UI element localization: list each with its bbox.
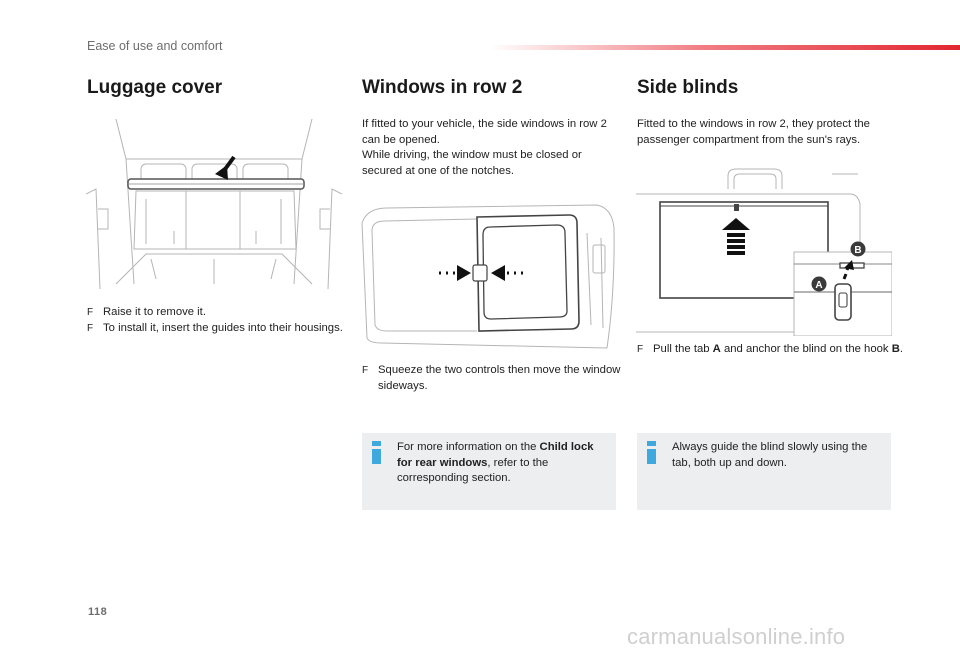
bullet-text-post: . (899, 343, 903, 355)
side-blinds-title: Side blinds (637, 77, 739, 98)
bullet-text: To install it, insert the guides into th… (103, 322, 343, 334)
windows-bullet: F Squeeze the two controls then move the… (362, 363, 628, 394)
bullet-symbol: F (87, 307, 94, 318)
label-b: B (854, 245, 861, 256)
bullet-text-mid: and anchor the blind on the hook (720, 343, 892, 355)
luggage-bullet-1: F Raise it to remove it. (87, 305, 343, 321)
arrow-icon (722, 218, 750, 255)
bullet-symbol: F (637, 344, 644, 355)
bullet-symbol: F (87, 323, 94, 334)
side-blind-illustration: B A (636, 168, 892, 336)
blinds-bullet: F Pull the tab A and anchor the blind on… (637, 342, 903, 358)
info-text-pre: For more information on the (397, 441, 540, 453)
hook-b-ref: B (891, 343, 900, 355)
label-a: A (815, 280, 822, 291)
section-title: Ease of use and comfort (87, 39, 223, 53)
info-text: Always guide the blind slowly using the … (672, 441, 868, 469)
watermark: carmanualsonline.info (627, 624, 846, 649)
bullet-text-pre: Pull the tab (653, 343, 713, 355)
bullet-text: Squeeze the two controls then move the w… (378, 364, 621, 392)
window-illustration (361, 204, 615, 349)
child-lock-link-text: Child lock for rear windows (397, 441, 594, 469)
arrow-icon (439, 265, 471, 281)
luggage-cover-illustration (86, 119, 342, 290)
windows-intro-2: While driving, the window must be closed… (362, 149, 582, 177)
info-icon (372, 441, 381, 464)
windows-intro-1: If fitted to your vehicle, the side wind… (362, 118, 607, 146)
bullet-text: Raise it to remove it. (103, 306, 206, 318)
info-icon (647, 441, 656, 464)
page-number: 118 (88, 606, 108, 618)
info-text-post: , refer to the corresponding section. (397, 456, 549, 485)
arrow-icon (491, 265, 523, 281)
luggage-cover-title: Luggage cover (87, 77, 223, 98)
tab-a-ref: A (712, 343, 721, 355)
info-box-blind-guidance: Always guide the blind slowly using the … (637, 433, 891, 510)
info-text: For more information on the Child lock f… (397, 440, 600, 487)
header-accent-line (490, 45, 960, 50)
blinds-intro: Fitted to the windows in row 2, they pro… (637, 118, 870, 146)
bullet-symbol: F (362, 365, 369, 376)
info-box-child-lock: For more information on the Child lock f… (362, 433, 616, 510)
windows-row2-title: Windows in row 2 (362, 77, 523, 98)
luggage-bullet-2: F To install it, insert the guides into … (87, 321, 343, 337)
arrow-icon (215, 165, 228, 180)
